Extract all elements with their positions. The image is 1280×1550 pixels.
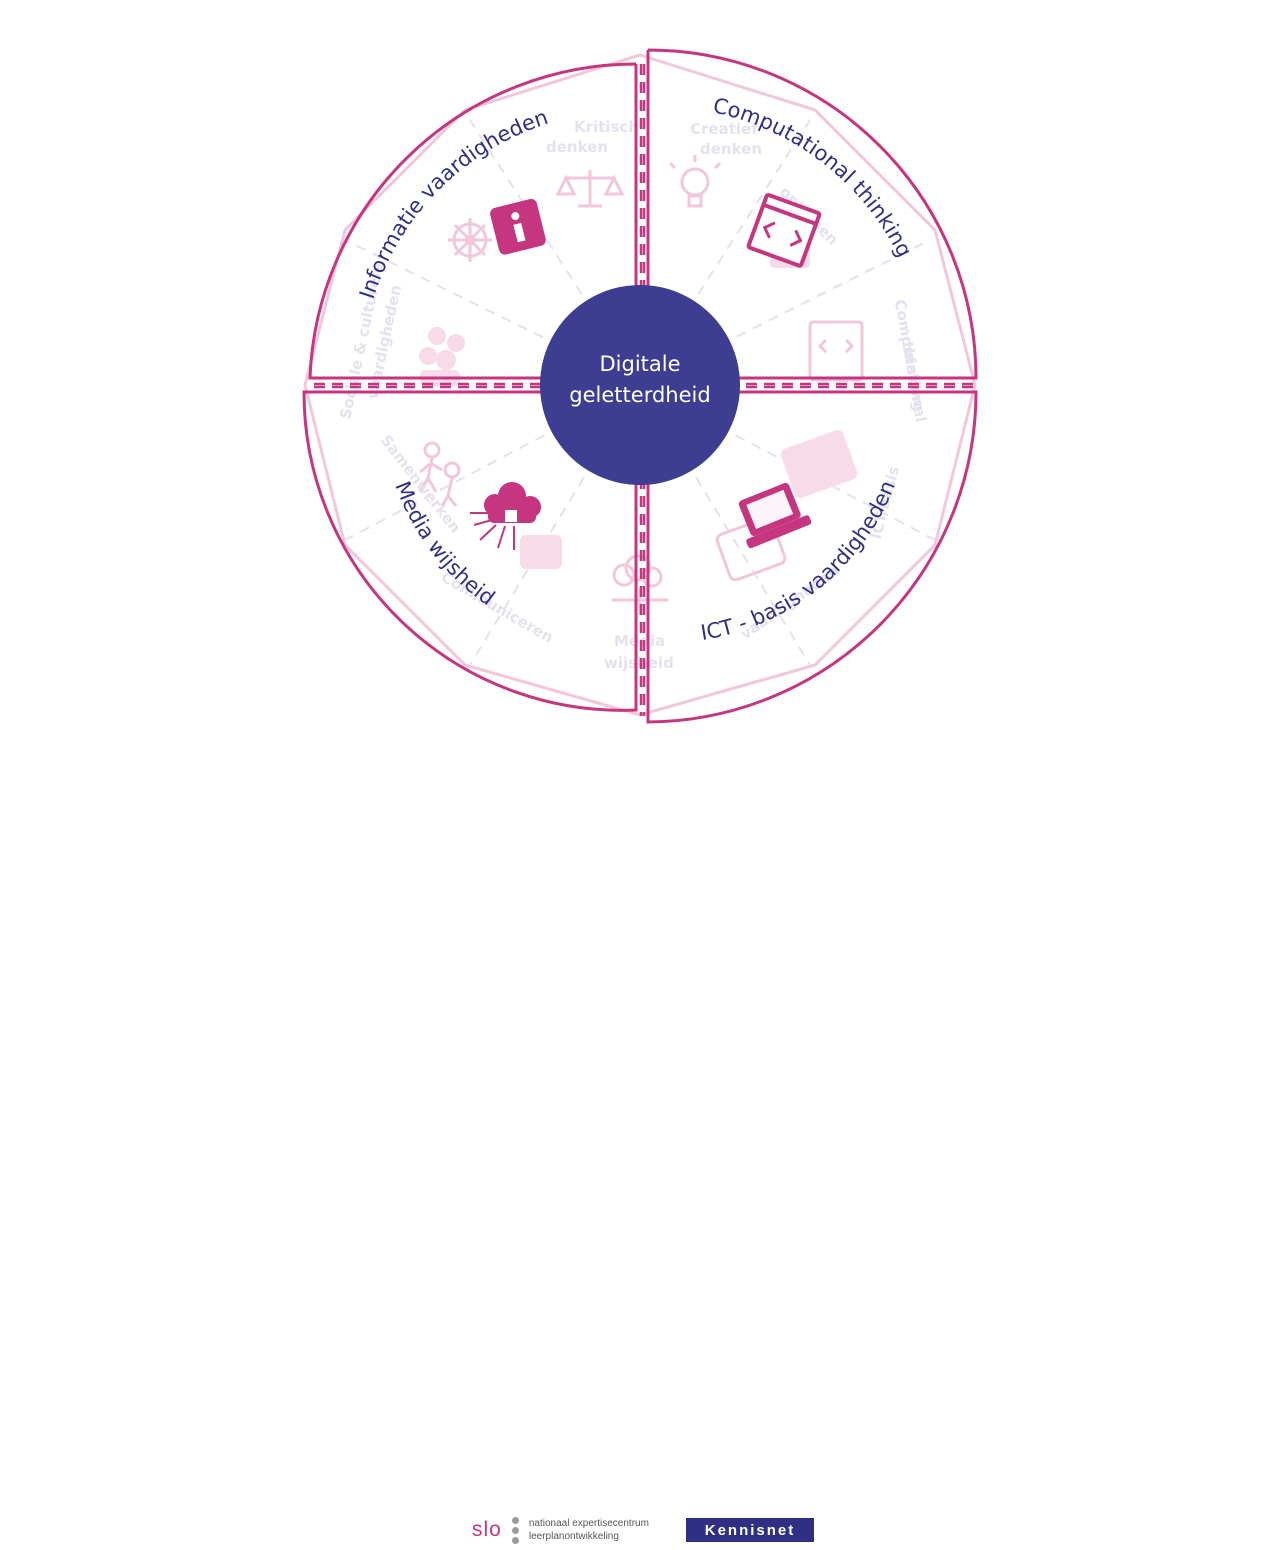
quadrant-top-right-outline (646, 48, 978, 380)
slo-subtitle-line-1: nationaal expertisecentrum (528, 1518, 649, 1529)
chat-bubble-icon (520, 535, 562, 569)
quadrant-title-media: Media wijsheid (390, 478, 499, 610)
laptop-ghost-icon (715, 429, 858, 582)
helm-icon (448, 218, 492, 262)
cloud-network-icon (470, 482, 541, 550)
ghost-label-kritisch-2: denken (546, 138, 608, 156)
people-group-icon (419, 327, 465, 386)
center-node: Digitale geletterdheid (540, 285, 740, 485)
quadrant-bottom-right-outline (646, 390, 978, 724)
quadrant-bottom-left-outline (302, 390, 638, 712)
ghost-label-creatief-2: denken (700, 140, 762, 158)
code-window-ghost-icon (808, 320, 864, 382)
ghost-label-media-1: Media (614, 632, 665, 650)
ghost-label-media-2: wijsheid (604, 654, 674, 672)
slo-wordmark: slo (472, 1518, 502, 1541)
quadrant-top-left-outline (308, 62, 638, 380)
center-title-line-2: geletterdheid (569, 383, 710, 407)
ghost-label-computational-2: thinking (898, 340, 928, 412)
quadrant-title-ict: ICT - basis vaardigheden (699, 477, 900, 645)
scales-icon (555, 170, 625, 208)
laptop-icon (738, 482, 812, 549)
lightbulb-icon (668, 155, 722, 208)
center-title-line-1: Digitale (599, 352, 680, 376)
slo-logo: slo nationaal expertisecentrum leerplano… (472, 1510, 649, 1550)
footer: slo nationaal expertisecentrum leerplano… (0, 752, 1280, 1544)
kennisnet-logo: Kennisnet (686, 1518, 814, 1542)
digital-literacy-diagram: Kritisch denken Creatief denken oplossen… (302, 48, 978, 724)
ghost-label-creatief-1: Creatief (690, 120, 758, 138)
slo-subtitle-line-2: leerplanontwikkeling (528, 1531, 619, 1542)
ghost-icons (418, 155, 864, 615)
code-window-icon (746, 193, 822, 268)
ghost-label-kritisch-1: Kritisch (574, 118, 639, 136)
walking-people-icon (418, 441, 461, 507)
info-icon (490, 198, 546, 255)
slo-subtitle: nationaal expertisecentrum leerplanontwi… (529, 1517, 649, 1543)
slo-dots-icon (511, 1516, 519, 1544)
